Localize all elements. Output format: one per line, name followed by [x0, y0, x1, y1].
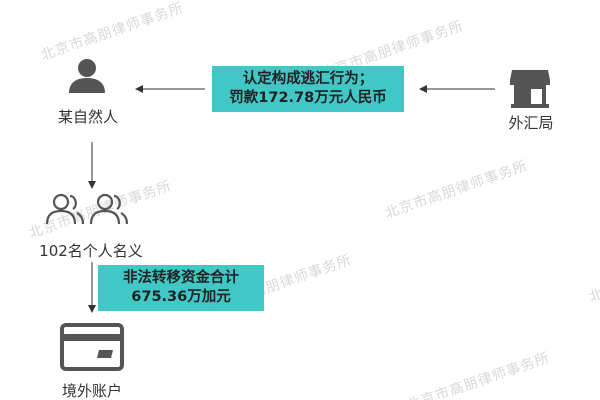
bank-building-icon [509, 68, 551, 110]
person-icon [67, 58, 107, 94]
people-group-icon [43, 192, 133, 226]
group-label: 102名个人名义 [39, 242, 143, 260]
transfer-box: 非法转移资金合计 675.36万加元 [98, 265, 264, 311]
penalty-line-1: 认定构成逃汇行为； [242, 71, 374, 87]
transfer-line-2: 675.36万加元 [131, 289, 231, 305]
authority-label: 外汇局 [508, 114, 554, 132]
credit-card-icon [59, 322, 125, 372]
penalty-box: 认定构成逃汇行为； 罚款172.78万元人民币 [212, 66, 404, 112]
transfer-line-1: 非法转移资金合计 [123, 270, 239, 286]
person-label: 某自然人 [57, 108, 119, 126]
account-label: 境外账户 [61, 382, 123, 400]
penalty-line-2: 罚款172.78万元人民币 [229, 90, 387, 106]
